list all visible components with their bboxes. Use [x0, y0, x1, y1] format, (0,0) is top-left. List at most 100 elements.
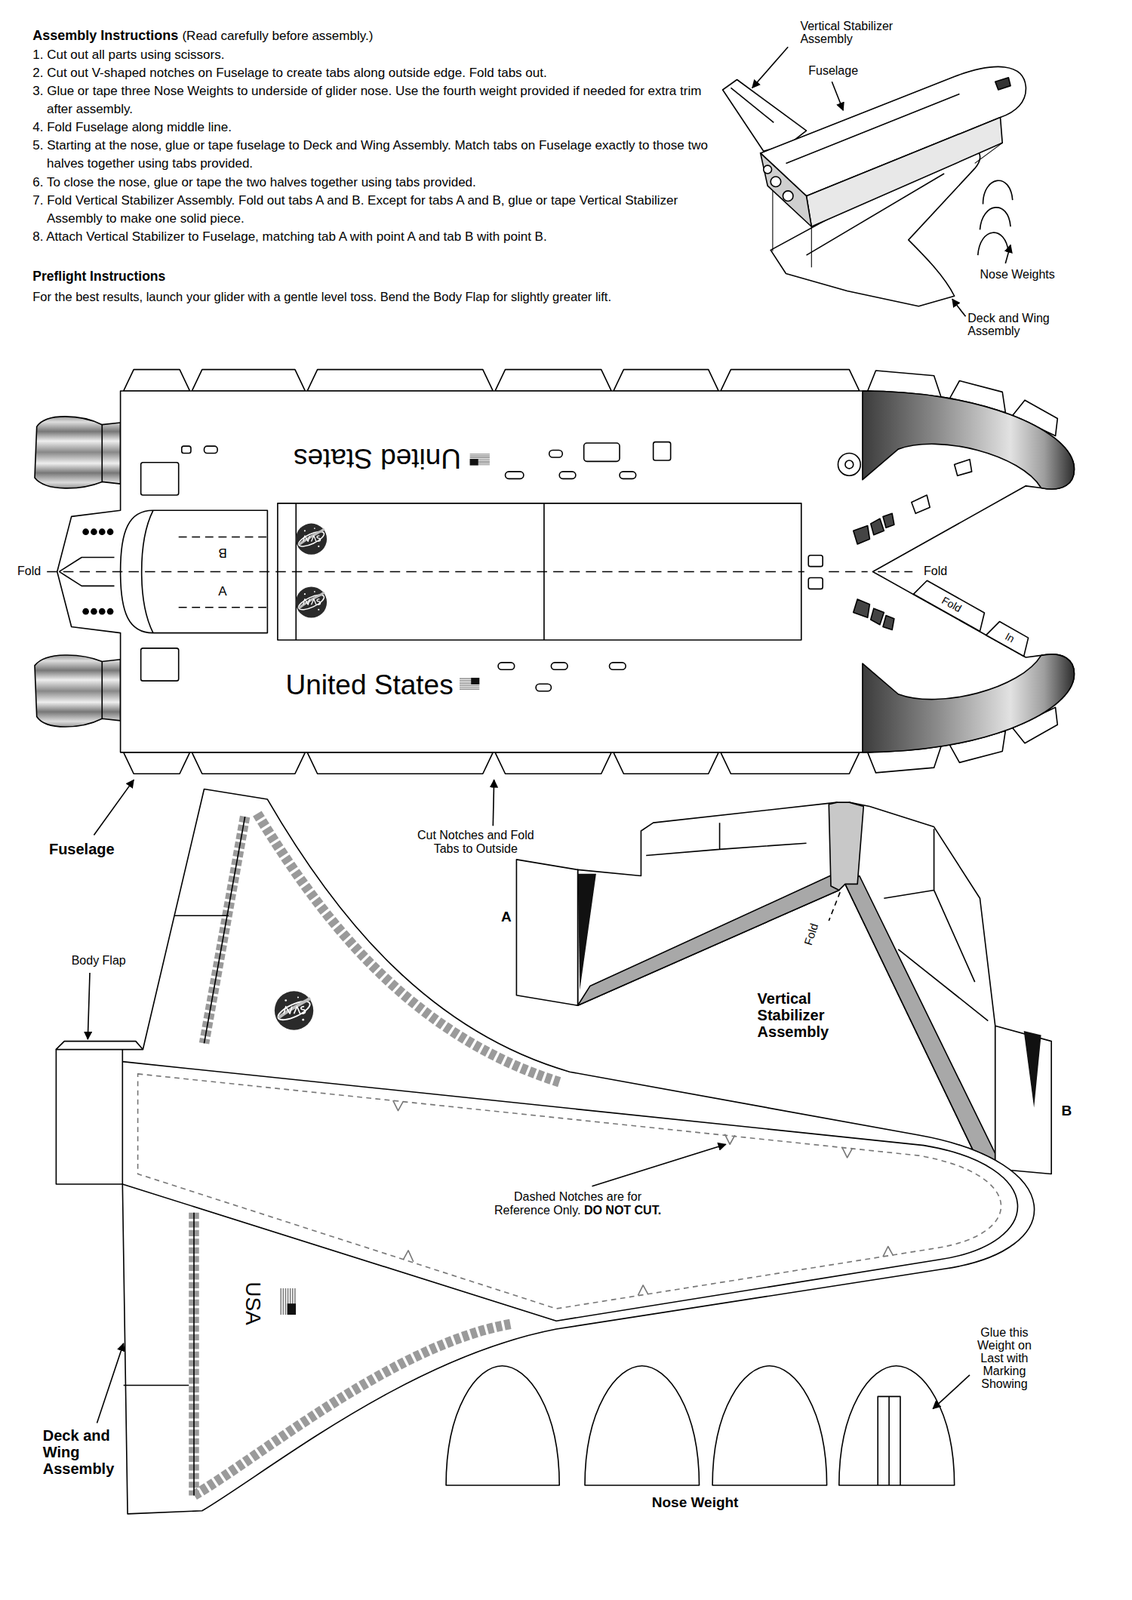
callout-warning: DO NOT CUT.	[584, 1203, 662, 1217]
label-box: Cut Notches and Fold Tabs to Outside	[407, 828, 544, 856]
vertical-stabilizer-part	[645, 822, 806, 856]
fuselage-part	[837, 453, 861, 477]
fuselage-part	[653, 442, 671, 461]
fuselage-part	[46, 571, 868, 573]
vertical-stabilizer-part	[578, 871, 840, 1006]
vertical-stabilizer-part	[516, 859, 578, 1006]
fuselage-part	[584, 442, 620, 462]
fuselage-part	[954, 459, 973, 477]
nose-weight-part	[839, 1365, 955, 1486]
deck-wing-part	[188, 1212, 200, 1496]
nose-weight-part	[446, 1365, 955, 1486]
instruction-step: 3. Glue or tape three Nose Weights to un…	[32, 82, 712, 119]
part-name: Nose Weight	[652, 1494, 739, 1511]
leader-line	[96, 1343, 124, 1424]
deck-wing-part	[55, 789, 1034, 1514]
fuselage-part	[470, 453, 490, 466]
fold-label: Fold	[17, 565, 41, 579]
label-box: Deck and Wing Assembly	[967, 312, 1066, 339]
part-label: Nose Weights	[979, 267, 1055, 281]
fuselage-part	[808, 555, 823, 567]
fuselage-part	[986, 621, 1029, 657]
fuselage-part	[853, 513, 895, 545]
leader-line	[1005, 245, 1011, 264]
fuselage-part	[619, 471, 637, 479]
leader-line	[932, 1375, 970, 1409]
deck-wing-part	[138, 1073, 1002, 1309]
instruction-step: 7. Fold Vertical Stabilizer Assembly. Fo…	[32, 191, 712, 228]
instruction-step: 5. Starting at the nose, glue or tape fu…	[32, 136, 712, 173]
instruction-step: 2. Cut out V-shaped notches on Fuselage …	[32, 64, 712, 83]
assembly-illustration	[763, 165, 773, 174]
fuselage-part	[82, 608, 90, 616]
fuselage-part	[911, 495, 930, 514]
nose-weight-part	[712, 1365, 827, 1486]
part-label: Fuselage	[808, 64, 859, 77]
label-box: USA	[240, 1281, 267, 1326]
assembly-illustration	[770, 176, 782, 188]
instruction-step: 4. Fold Fuselage along middle line.	[32, 118, 712, 137]
fuselage-part	[535, 683, 551, 691]
label-box: Vertical Stabilizer Assembly	[799, 20, 914, 47]
label-box: B	[218, 544, 227, 560]
deck-wing-part	[121, 1048, 124, 1185]
label-box: Fuselage	[808, 63, 859, 78]
instructions-block: Assembly Instructions(Read carefully bef…	[32, 26, 712, 247]
fuselage-part	[459, 677, 480, 690]
tab-label: In	[1002, 630, 1017, 646]
instruction-step: 1. Cut out all parts using scissors.	[32, 46, 712, 65]
leader-line	[87, 972, 90, 1040]
fuselage-part	[107, 528, 114, 536]
fuselage-part	[178, 536, 268, 607]
part-label: Vertical Stabilizer Assembly	[799, 19, 893, 46]
deck-wing-part	[279, 1288, 297, 1315]
tab-label: Fold	[939, 593, 964, 615]
label-box: Fuselage	[49, 839, 115, 859]
fuselage-part	[505, 471, 524, 479]
part-label: Deck and Wing Assembly	[967, 311, 1050, 338]
assembly-illustration	[806, 117, 1003, 228]
callout-block: Dashed Notches are for Reference Only.DO…	[492, 1190, 665, 1219]
leader-line	[752, 46, 788, 88]
fuselage-part	[90, 608, 98, 616]
fuselage-part	[107, 608, 114, 616]
marking-text: USA	[241, 1281, 265, 1326]
part-name: Vertical Stabilizer Assembly	[757, 990, 830, 1040]
label-box: Fold	[17, 564, 41, 579]
vertical-stabilizer-part	[883, 828, 988, 1021]
fuselage-part	[845, 460, 854, 469]
nose-weight-part	[584, 1365, 699, 1486]
nose-weight-part	[877, 1396, 901, 1486]
label-box: Nose Weight	[652, 1494, 739, 1512]
label-box: Fold	[801, 921, 822, 947]
sheet-title: Assembly Instructions	[32, 27, 179, 44]
label-box: Body Flap	[71, 953, 127, 968]
deck-wing-part	[123, 915, 229, 1385]
label-box: For the best results, launch your glider…	[32, 289, 721, 305]
deck-wing-part	[193, 1212, 195, 1496]
fuselage-part	[295, 523, 327, 555]
label-box: In	[1002, 630, 1017, 646]
assembly-illustration	[978, 180, 1013, 256]
leader-line	[591, 1144, 726, 1186]
callout-label: Cut Notches and Fold Tabs to Outside	[417, 828, 535, 856]
leader-line	[492, 779, 494, 826]
vertical-stabilizer-part	[828, 892, 840, 921]
fuselage-part	[98, 608, 106, 616]
label-box: Deck and Wing Assembly	[43, 1427, 115, 1477]
fuselage-part	[141, 648, 1075, 753]
nose-weight-part	[446, 1365, 560, 1486]
callout-label: Glue this Weight on Last with Marking Sh…	[977, 1325, 1032, 1390]
deck-wing-part	[55, 789, 1034, 1514]
fuselage-part	[204, 446, 219, 453]
fuselage-part	[877, 571, 918, 573]
fuselage-part	[98, 528, 106, 536]
fuselage-part	[559, 471, 576, 479]
part-name: Deck and Wing Assembly	[43, 1427, 115, 1477]
deck-wing-part	[204, 816, 246, 1043]
callout-label: Body Flap	[71, 953, 127, 967]
fuselage-part	[90, 528, 98, 536]
fuselage-part	[34, 369, 1074, 775]
vertical-stabilizer-part	[828, 802, 864, 890]
